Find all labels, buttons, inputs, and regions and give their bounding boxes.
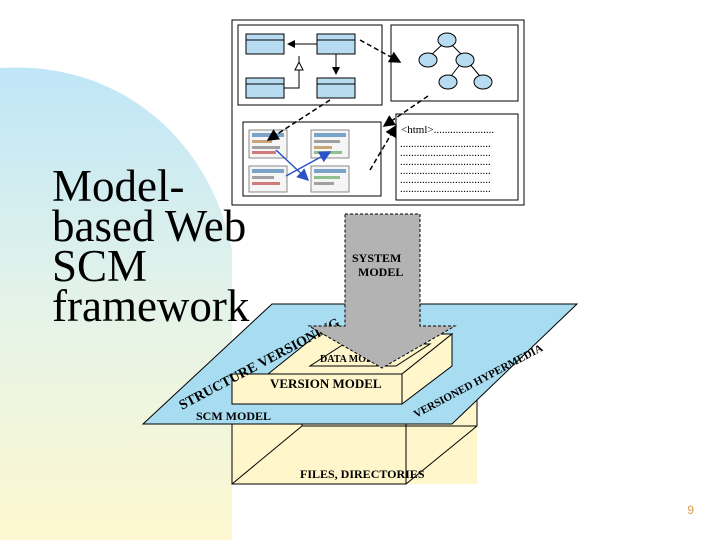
version-model-label: VERSION MODEL: [270, 376, 382, 391]
html-code-line: .................................: [400, 165, 491, 177]
uml-class-box: [316, 77, 356, 99]
uml-class-box: [245, 33, 285, 55]
top-figure: <html>...................... ...........…: [231, 19, 525, 206]
slide-title: Model- based Web SCM framework: [52, 161, 272, 331]
system-model-label-line-2: MODEL: [358, 265, 403, 279]
title-line-2: based Web: [52, 201, 247, 251]
scm-layer-diagram: FILES, DIRECTORIES STRUCTURE VERSIONING …: [141, 213, 579, 485]
tree-node: [418, 52, 438, 68]
title-line-1: Model-: [52, 161, 185, 211]
uml-class-box: [316, 33, 356, 55]
link-arrow: [275, 149, 310, 182]
html-code-line: .................................: [400, 156, 491, 168]
html-code-panel: <html>...................... ...........…: [395, 113, 519, 201]
page-thumbnail: [248, 129, 288, 159]
html-code-line: .................................: [400, 138, 491, 150]
tree-node: [438, 74, 458, 90]
title-line-3: SCM: [52, 241, 148, 291]
tree-node: [455, 52, 475, 68]
inheritance-triangle: [294, 60, 304, 71]
files-directories-label: FILES, DIRECTORIES: [300, 467, 425, 481]
html-code-line: .................................: [400, 183, 491, 195]
dashed-connectors: [266, 39, 429, 171]
html-code-first-line: <html>......................: [401, 124, 494, 136]
title-line-4: framework: [52, 281, 250, 331]
system-model-arrow: [307, 213, 457, 369]
html-code-line: .................................: [400, 147, 491, 159]
page-thumbnail: [310, 129, 350, 159]
screenshots-panel: [242, 121, 382, 197]
page-thumbnail: [248, 165, 288, 193]
tree-node: [473, 74, 493, 90]
tree-node: [437, 32, 457, 48]
scm-model-label: SCM MODEL: [196, 409, 271, 423]
link-arrow: [285, 151, 332, 177]
page-number: 9: [687, 503, 694, 517]
html-code-line: .................................: [400, 174, 491, 186]
uml-class-box: [245, 77, 285, 99]
system-model-label-line-1: SYSTEM: [352, 251, 401, 265]
page-thumbnail: [310, 165, 350, 193]
uml-panel: [237, 24, 383, 106]
tree-panel: [390, 24, 519, 102]
data-model-label: DATA MODEL: [320, 354, 387, 365]
